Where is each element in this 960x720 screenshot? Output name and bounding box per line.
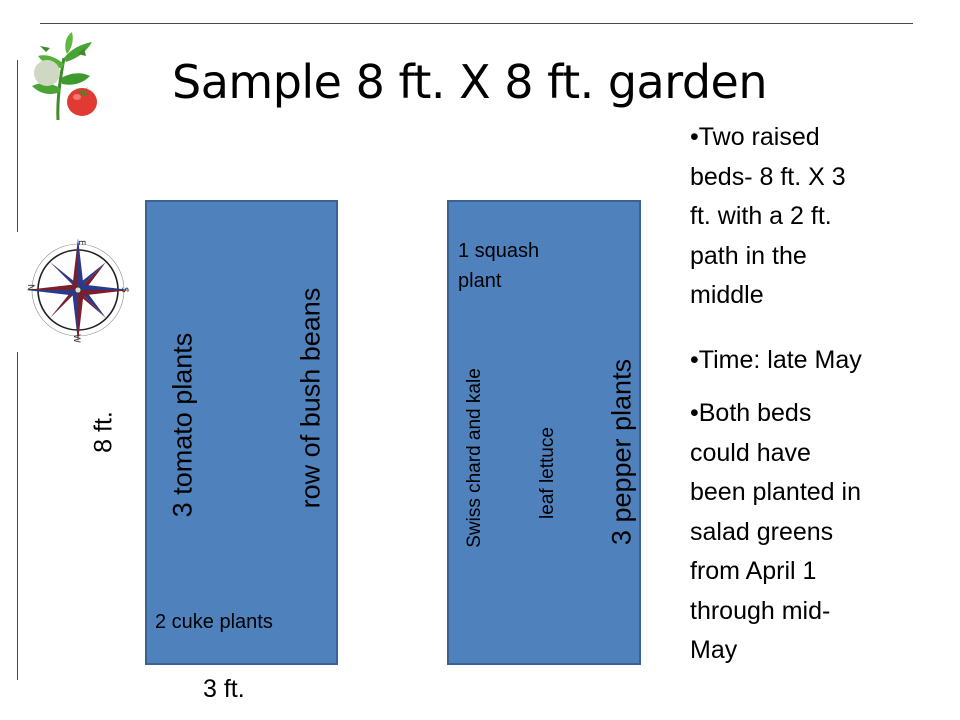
left-rule-upper bbox=[17, 60, 18, 232]
compass-letter-south: S bbox=[119, 287, 129, 293]
note-line: May bbox=[690, 636, 738, 664]
note-line: been planted in bbox=[690, 478, 861, 506]
note-line: path in the bbox=[690, 241, 807, 270]
note-line: salad greens bbox=[690, 517, 834, 546]
note-raised-beds: •Two raised beds- 8 ft. X 3 ft. with a 2… bbox=[690, 118, 930, 316]
bed2-squash-line1: 1 squash bbox=[458, 240, 540, 262]
bed2-squash-label: 1 squash plant bbox=[458, 236, 539, 296]
note-line: from April 1 bbox=[690, 557, 817, 585]
page-title: Sample 8 ft. X 8 ft. garden bbox=[172, 55, 768, 109]
bed2-pepper-label: 3 pepper plants bbox=[606, 358, 637, 546]
bed1-cuke-label: 2 cuke plants bbox=[155, 611, 273, 633]
note-line: middle bbox=[690, 281, 764, 309]
left-rule-lower bbox=[17, 352, 18, 680]
note-line: •Two raised bbox=[690, 123, 820, 151]
compass-letter-east: E bbox=[76, 240, 86, 246]
bed1-tomato-label: 3 tomato plants bbox=[167, 332, 198, 518]
top-rule bbox=[40, 23, 913, 24]
height-label: 8 ft. bbox=[89, 411, 118, 453]
note-line: •Both beds bbox=[690, 399, 812, 427]
width-label: 3 ft. bbox=[203, 675, 245, 703]
compass-letter-north: N bbox=[25, 284, 35, 291]
raised-bed-left bbox=[145, 200, 338, 665]
bed2-lettuce-label: leaf lettuce bbox=[537, 427, 558, 519]
compass-rose-icon: E S N W bbox=[25, 238, 130, 343]
note-salad-greens: •Both beds could have been planted in sa… bbox=[690, 394, 930, 671]
bed2-squash-line2: plant bbox=[458, 270, 502, 292]
bed2-chard-label: Swiss chard and kale bbox=[464, 368, 485, 548]
note-line: ft. with a 2 ft. bbox=[690, 202, 832, 230]
note-time: •Time: late May bbox=[690, 345, 862, 374]
note-line: through mid- bbox=[690, 596, 831, 625]
note-line: beds- 8 ft. X 3 bbox=[690, 162, 846, 191]
notes-list: •Two raised beds- 8 ft. X 3 ft. with a 2… bbox=[690, 118, 930, 671]
note-line: could have bbox=[690, 438, 811, 467]
bed1-beans-label: row of bush beans bbox=[295, 287, 326, 509]
compass-letter-west: W bbox=[71, 334, 81, 343]
raised-bed-right bbox=[447, 200, 641, 665]
tomato-plant-icon bbox=[32, 32, 97, 121]
